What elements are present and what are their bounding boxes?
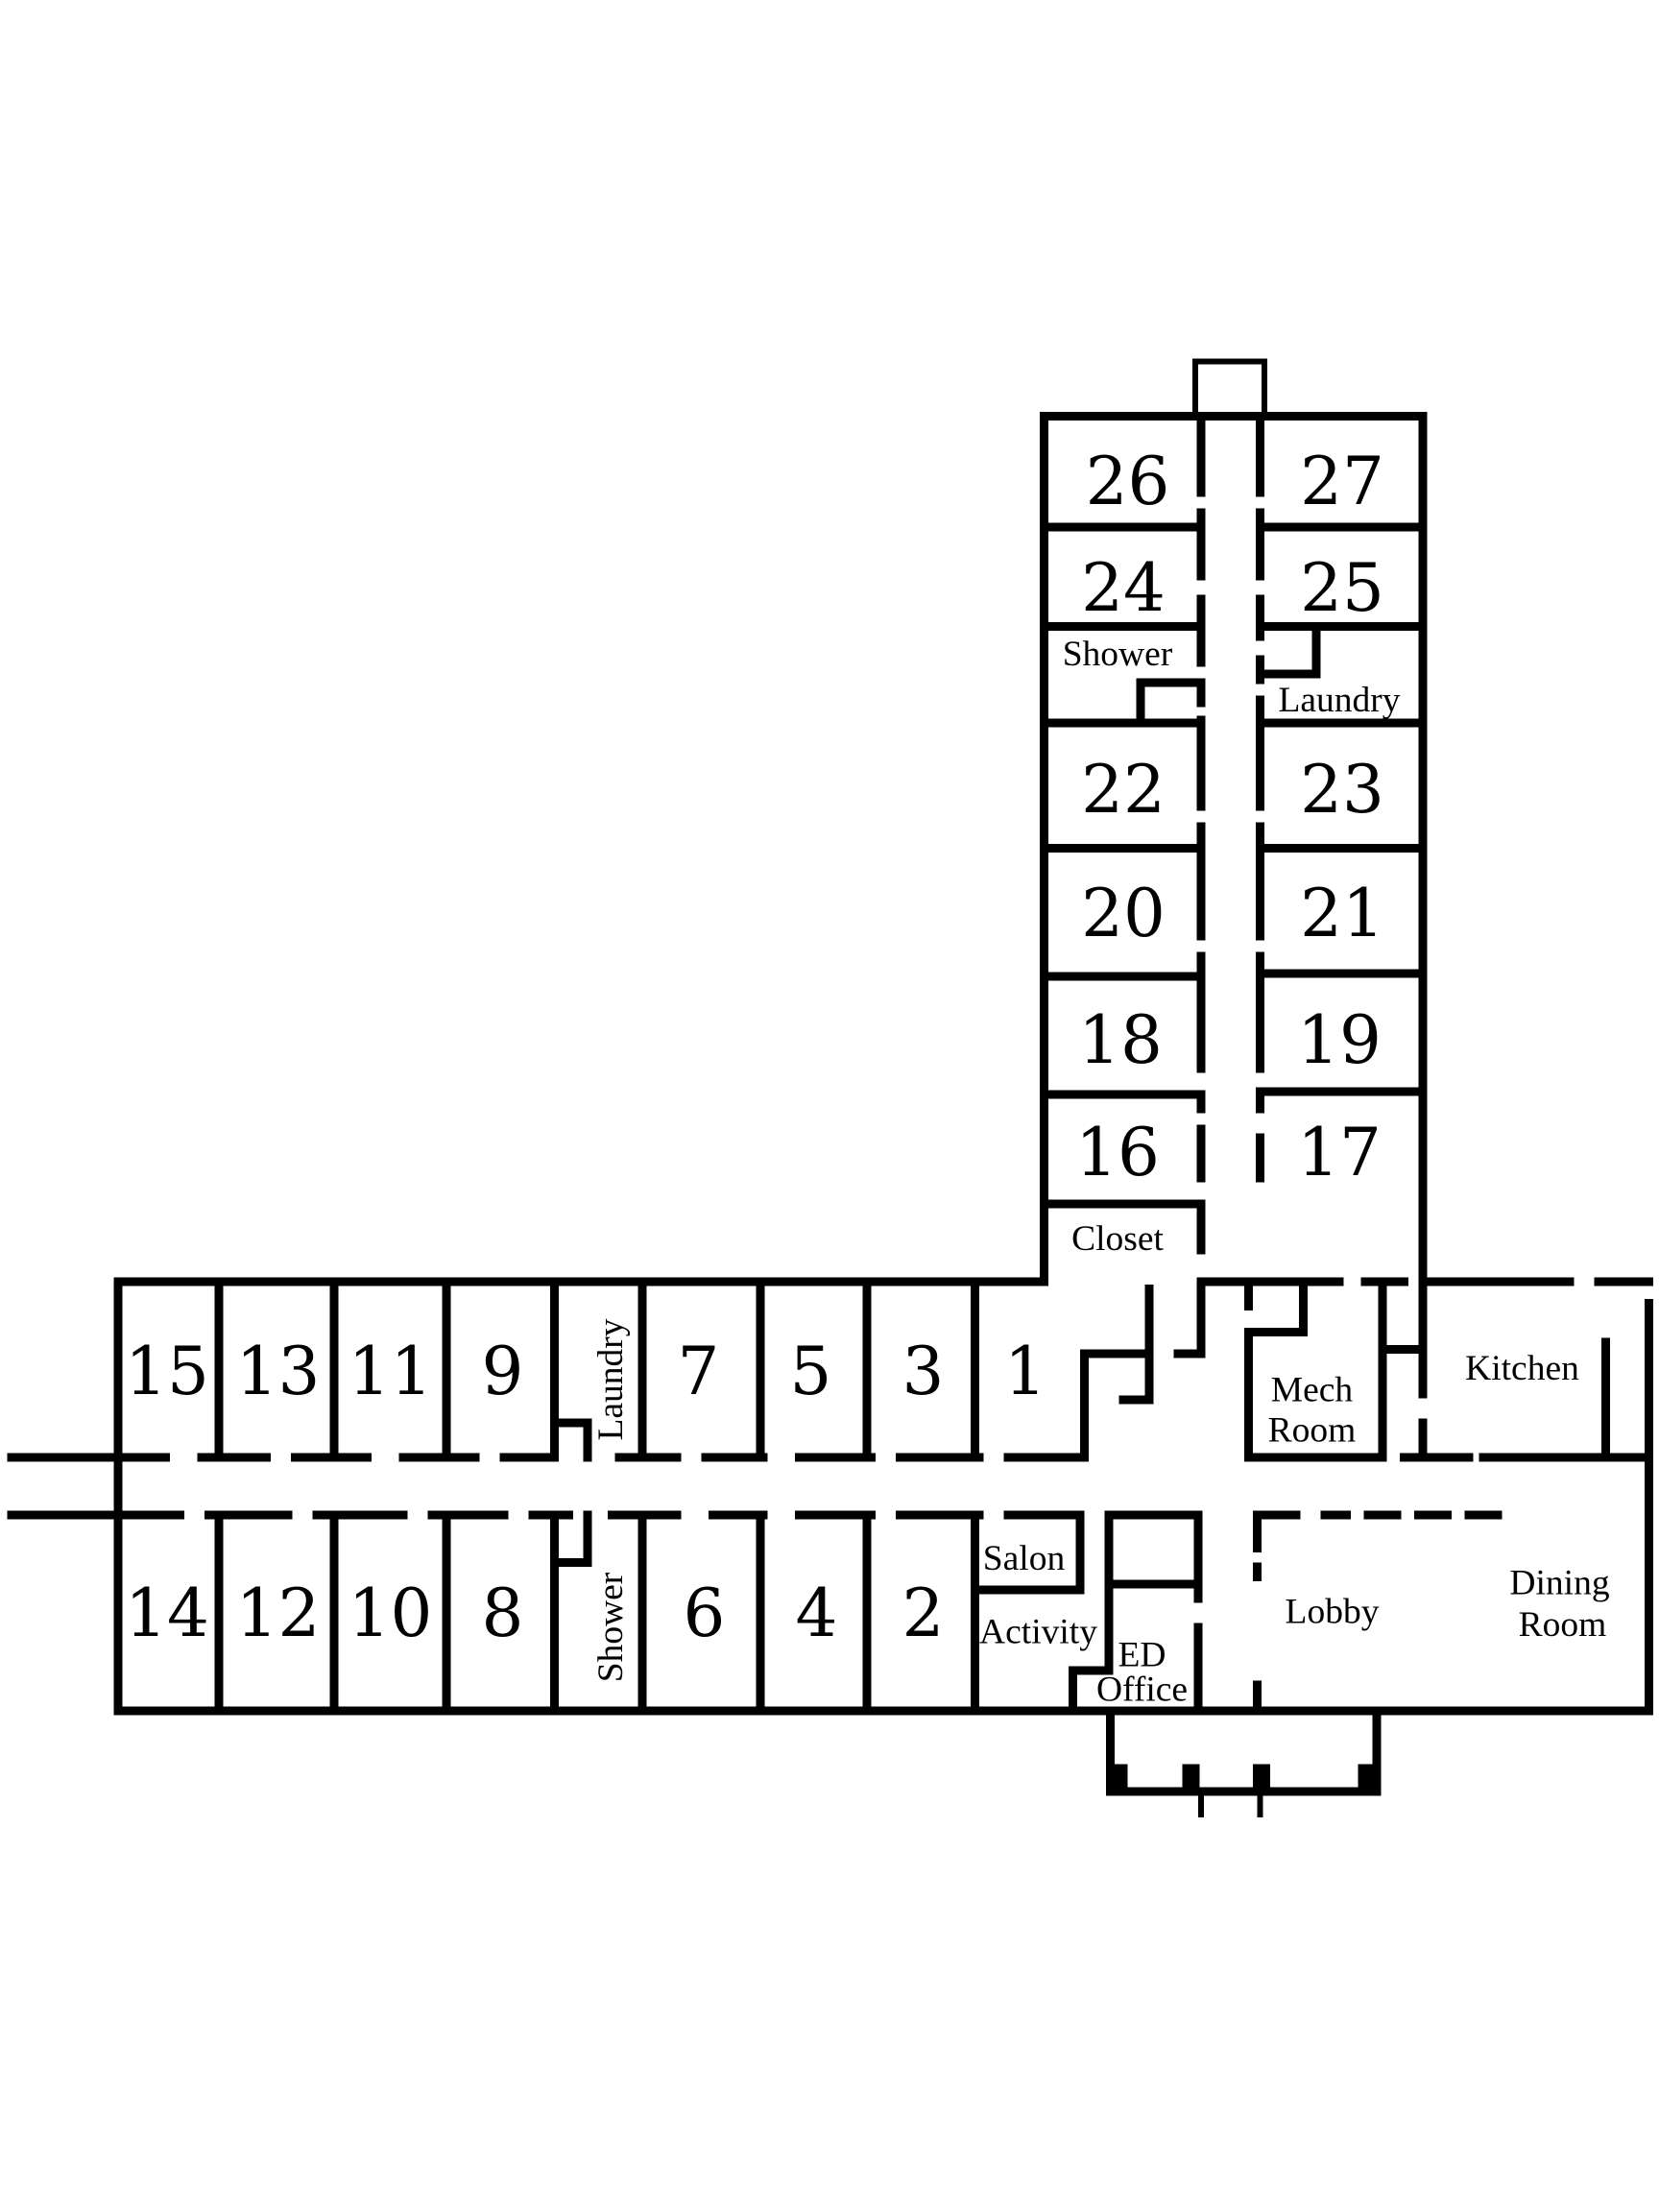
room-7[interactable]: 7 (678, 1334, 720, 1410)
room-17[interactable]: 17 (1297, 1115, 1382, 1191)
room-26[interactable]: 26 (1086, 444, 1170, 520)
porch-post (1358, 1764, 1376, 1791)
porch-post (1253, 1764, 1270, 1791)
room-13[interactable]: 13 (236, 1334, 321, 1410)
room-numbers: 26 27 24 25 22 23 20 21 18 19 16 17 15 1… (125, 444, 1384, 1652)
room-21[interactable]: 21 (1300, 876, 1384, 952)
closet-label[interactable]: Closet (1071, 1219, 1164, 1259)
ed-office-label-line2[interactable]: Office (1096, 1671, 1188, 1710)
room-2[interactable]: 2 (902, 1575, 945, 1652)
kitchen-label[interactable]: Kitchen (1465, 1349, 1579, 1388)
room-11[interactable]: 11 (349, 1334, 433, 1410)
activity-label[interactable]: Activity (979, 1613, 1097, 1652)
room-14[interactable]: 14 (125, 1575, 209, 1652)
room-27[interactable]: 27 (1300, 444, 1384, 520)
room-labels: Shower Laundry Closet Laundry Shower Sal… (591, 635, 1610, 1710)
room-23[interactable]: 23 (1300, 752, 1384, 829)
shower-tower-label[interactable]: Shower (1063, 635, 1173, 674)
room-25[interactable]: 25 (1300, 550, 1384, 627)
laundry-tower-label[interactable]: Laundry (1278, 681, 1400, 720)
room-18[interactable]: 18 (1078, 1002, 1163, 1079)
room-6[interactable]: 6 (684, 1575, 726, 1652)
room-24[interactable]: 24 (1081, 550, 1166, 627)
dining-room-label-line2[interactable]: Room (1519, 1605, 1607, 1645)
room-19[interactable]: 19 (1297, 1002, 1382, 1079)
room-9[interactable]: 9 (482, 1334, 524, 1410)
room-22[interactable]: 22 (1081, 752, 1166, 829)
room-8[interactable]: 8 (482, 1575, 524, 1652)
porch-post (1182, 1764, 1200, 1791)
salon-label[interactable]: Salon (983, 1539, 1066, 1578)
room-3[interactable]: 3 (902, 1334, 945, 1410)
room-10[interactable]: 10 (349, 1575, 433, 1652)
laundry-wing-label[interactable]: Laundry (591, 1318, 631, 1440)
tower-top-box (1192, 358, 1267, 420)
mech-room-label-line2[interactable]: Room (1268, 1411, 1357, 1451)
room-5[interactable]: 5 (790, 1334, 832, 1410)
room-1[interactable]: 1 (1004, 1334, 1046, 1410)
ed-office-label-line1[interactable]: ED (1118, 1636, 1166, 1675)
mech-room-label-line1[interactable]: Mech (1271, 1371, 1354, 1410)
room-4[interactable]: 4 (796, 1575, 838, 1652)
porch-post (1110, 1764, 1128, 1791)
lobby-label[interactable]: Lobby (1286, 1593, 1380, 1632)
dining-room-label-line1[interactable]: Dining (1509, 1564, 1609, 1603)
room-15[interactable]: 15 (125, 1334, 209, 1410)
shower-wing-label[interactable]: Shower (591, 1572, 631, 1682)
walls (7, 358, 1653, 1817)
room-12[interactable]: 12 (236, 1575, 321, 1652)
room-16[interactable]: 16 (1075, 1115, 1160, 1191)
room-20[interactable]: 20 (1081, 876, 1166, 952)
